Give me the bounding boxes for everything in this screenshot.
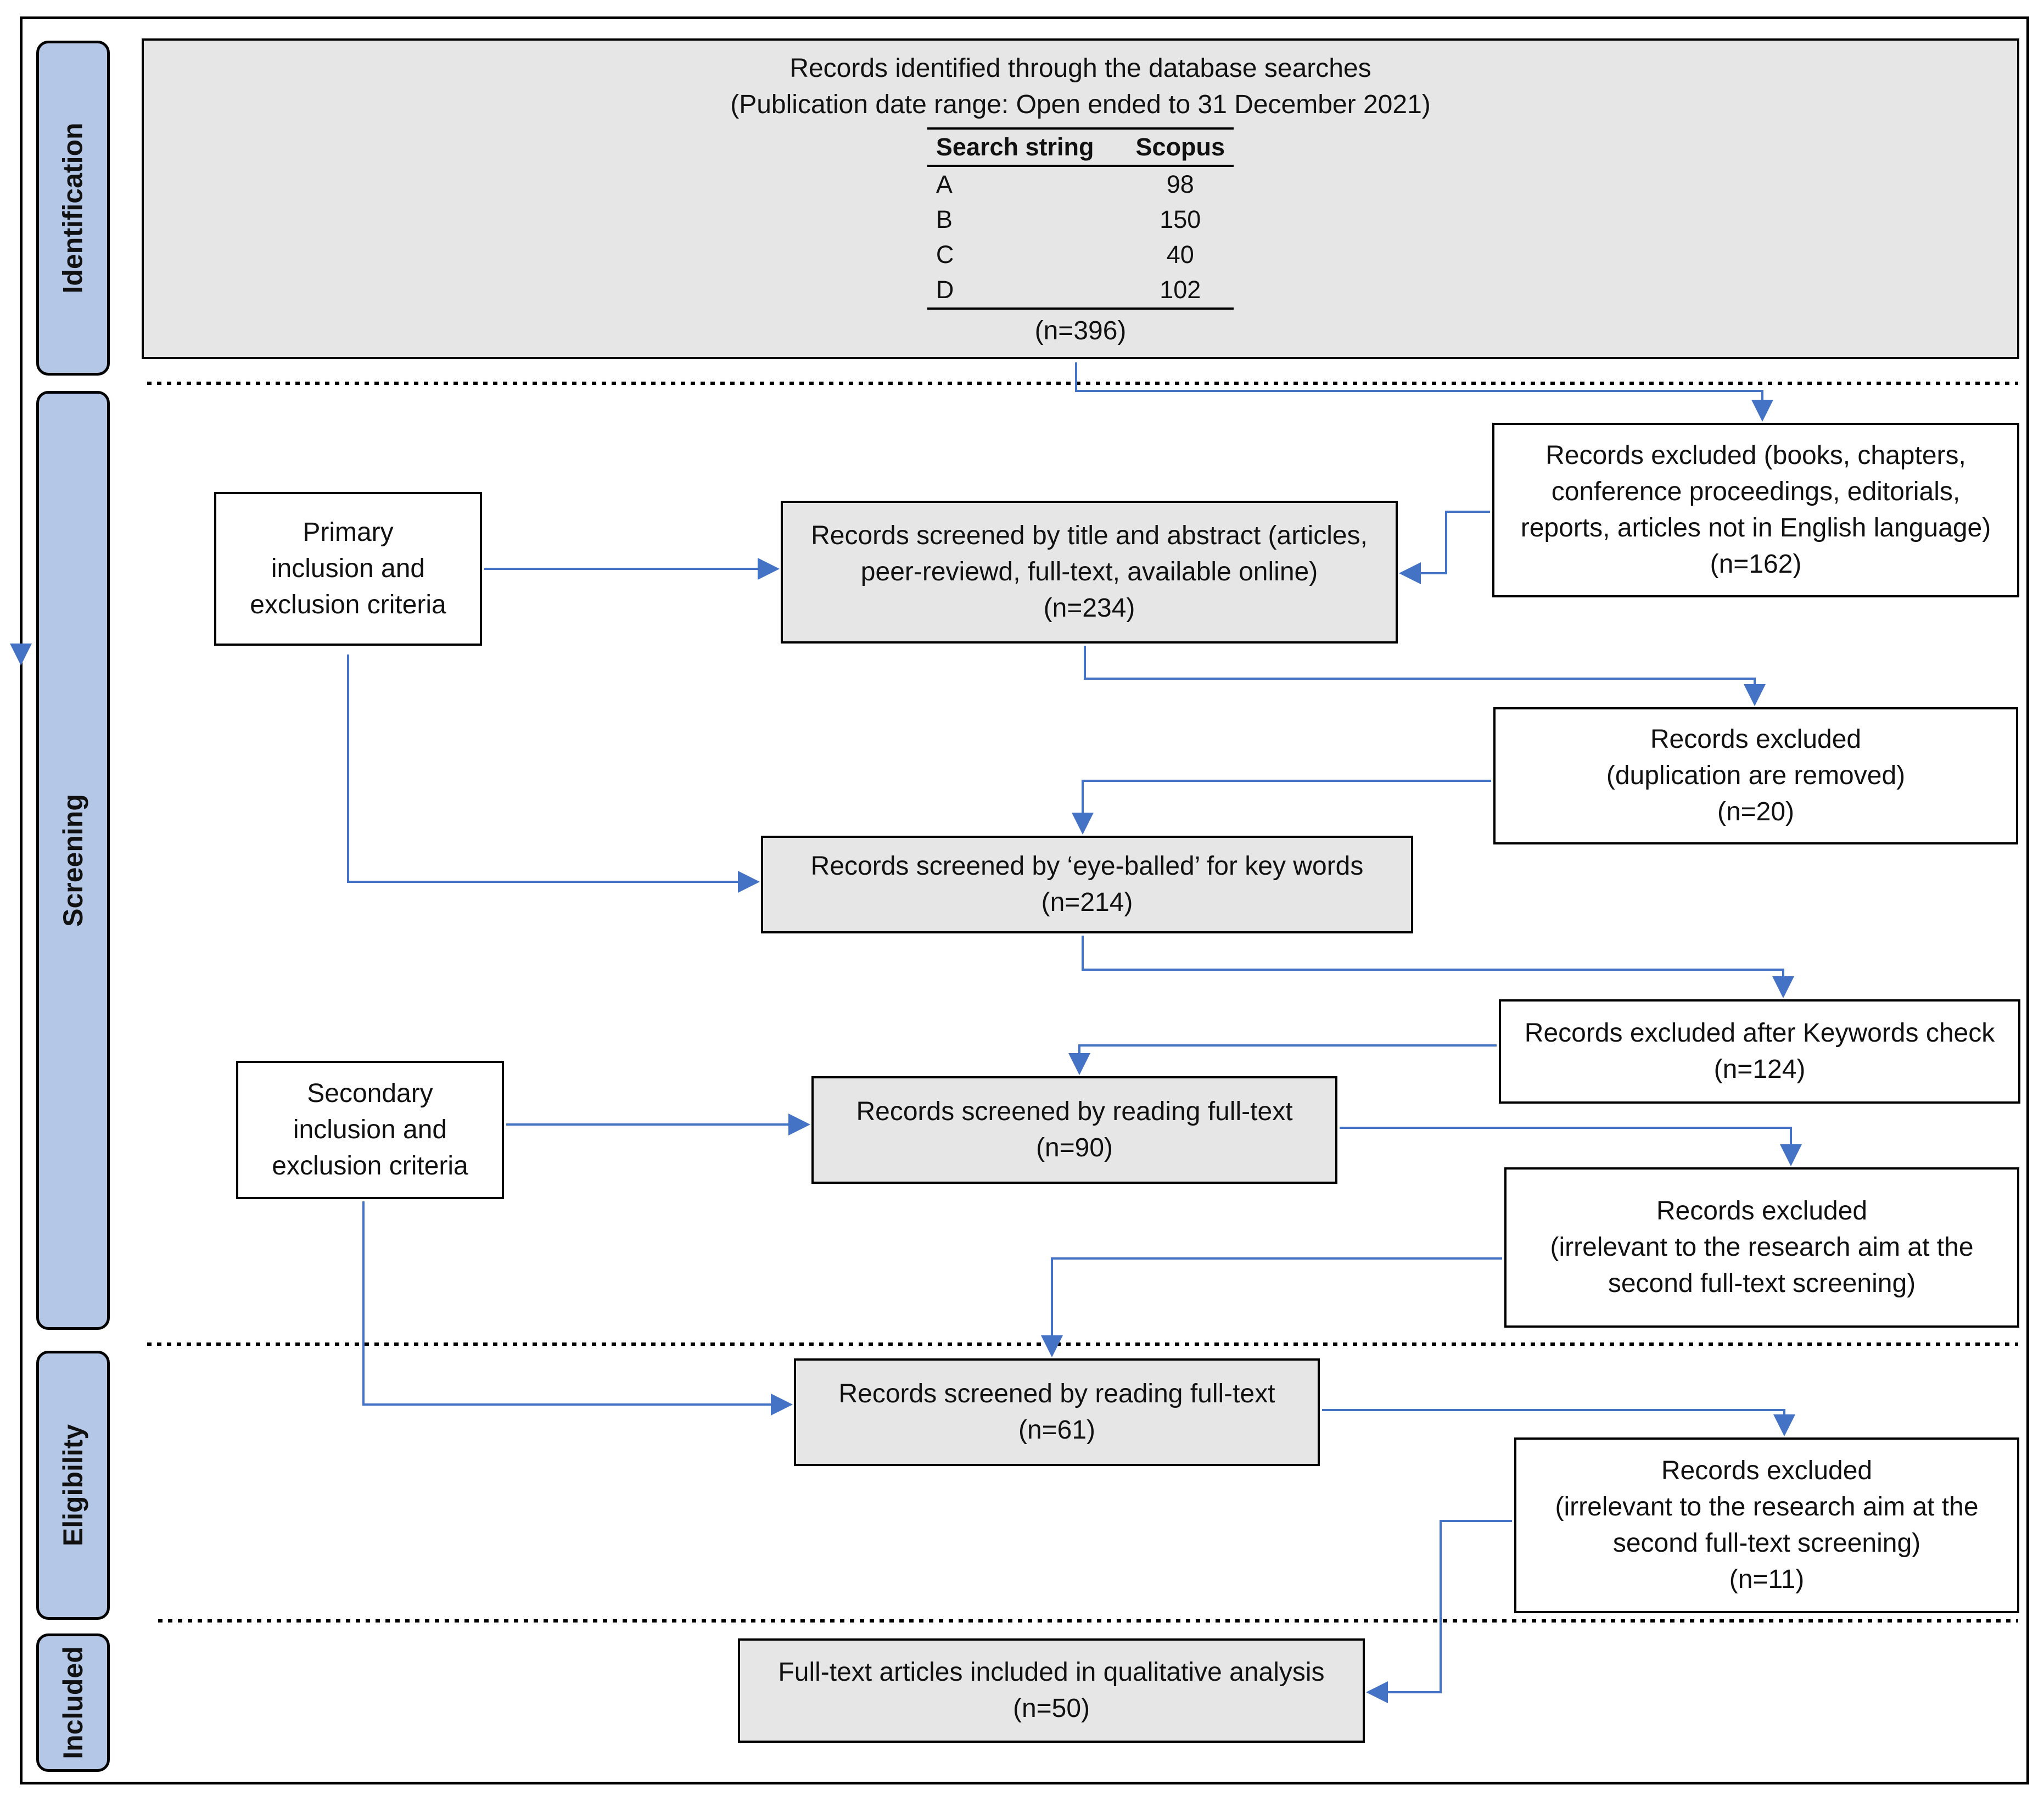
box-text-line: (n=162): [1710, 550, 1802, 579]
table-cell-string: C: [936, 240, 954, 268]
identification-title: Records identified through the database …: [789, 54, 1371, 83]
box-text-line: (n=11): [1729, 1565, 1805, 1594]
table-row: A 98: [927, 166, 1234, 202]
screened-fulltext-90-box: Records screened by reading full-text (n…: [811, 1076, 1337, 1184]
box-text-line: Records screened by reading full-text: [838, 1379, 1275, 1408]
box-text-line: Records screened by reading full-text: [856, 1097, 1293, 1126]
box-text-line: Secondary: [307, 1079, 433, 1108]
phase-included: Included: [36, 1633, 110, 1772]
box-text-line: (n=214): [1041, 888, 1133, 917]
primary-criteria-box: Primary inclusion and exclusion criteria: [214, 492, 482, 646]
screened-eyeballed-box: Records screened by ‘eye-balled’ for key…: [761, 836, 1413, 933]
box-text-line: Primary: [303, 518, 394, 547]
box-text-line: Records screened by ‘eye-balled’ for key…: [810, 852, 1364, 881]
included-final-box: Full-text articles included in qualitati…: [738, 1638, 1365, 1743]
box-text-line: inclusion and: [293, 1115, 447, 1144]
connector-primary-to-eyeballed: [347, 654, 760, 893]
table-cell-string: D: [927, 272, 1103, 310]
phase-identification: Identification: [36, 41, 110, 376]
table-row: B 150: [927, 202, 1234, 237]
box-text-line: exclusion criteria: [250, 590, 446, 619]
box-text-line: Full-text articles included in qualitati…: [778, 1658, 1325, 1687]
excluded-irrelevant-1-box: Records excluded (irrelevant to the rese…: [1504, 1167, 2019, 1328]
box-text-line: (n=124): [1713, 1055, 1806, 1084]
table-row: C 40: [927, 237, 1234, 272]
table-header-search-string: Search string: [927, 127, 1103, 167]
excluded-books-box: Records excluded (books, chapters, confe…: [1492, 423, 2019, 597]
table-cell-string: B: [936, 205, 953, 233]
box-text-line: conference proceedings, editorials,: [1551, 477, 1961, 506]
table-cell-count: 150: [1160, 205, 1201, 233]
connector-eyeballed-to-keywords: [1082, 936, 1794, 998]
connector-duplication-to-eyeballed: [1072, 780, 1491, 835]
table-cell-count: 102: [1102, 272, 1234, 310]
table-row: D 102: [927, 272, 1234, 310]
box-text-line: peer-reviewd, full-text, available onlin…: [860, 557, 1318, 586]
box-text-line: inclusion and: [271, 554, 425, 583]
box-text-line: Records screened by title and abstract (…: [811, 521, 1368, 550]
table-cell-count: 98: [1166, 170, 1194, 198]
connector-excluded-books-to-screened: [1399, 511, 1490, 584]
identification-total: (n=396): [1034, 316, 1127, 345]
identification-box: Records identified through the database …: [142, 38, 2019, 359]
box-text-line: (duplication are removed): [1606, 761, 1906, 790]
box-text-line: reports, articles not in English languag…: [1520, 513, 1991, 542]
excluded-irrelevant-2-box: Records excluded (irrelevant to the rese…: [1514, 1437, 2019, 1613]
box-text-line: Records excluded after Keywords check: [1524, 1019, 1995, 1048]
box-text-line: (n=90): [1035, 1133, 1113, 1162]
connector-secondary-to-fulltext61: [362, 1201, 793, 1416]
connector-screened-to-duplication: [1084, 646, 1766, 706]
connector-identification-to-excluded: [1075, 362, 1773, 422]
box-text-line: (n=20): [1717, 797, 1795, 826]
screened-title-abstract-box: Records screened by title and abstract (…: [781, 501, 1398, 644]
box-text-line: Records excluded: [1661, 1456, 1873, 1485]
connector-irrelevant2-to-included: [1366, 1520, 1512, 1703]
table-cell-count: 40: [1166, 240, 1194, 268]
box-text-line: (n=50): [1012, 1694, 1090, 1723]
box-text-line: (irrelevant to the research aim at the: [1550, 1233, 1974, 1262]
box-text-line: Records excluded: [1656, 1196, 1868, 1226]
box-text-line: Records excluded: [1650, 725, 1862, 754]
box-text-line: (irrelevant to the research aim at the: [1555, 1492, 1979, 1521]
box-text-line: second full-text screening): [1608, 1269, 1916, 1298]
excluded-duplication-box: Records excluded (duplication are remove…: [1493, 707, 2018, 844]
box-text-line: (n=61): [1018, 1416, 1096, 1445]
secondary-criteria-box: Secondary inclusion and exclusion criter…: [236, 1061, 504, 1199]
search-results-table: Search string Scopus A 98 B 150 C 40 D 1…: [927, 127, 1234, 310]
connector-keywords-to-fulltext90: [1068, 1044, 1497, 1075]
box-text-line: Records excluded (books, chapters,: [1545, 441, 1966, 470]
table-header-scopus: Scopus: [1102, 127, 1234, 167]
diagram-frame: [20, 16, 2029, 1784]
phase-screening: Screening: [36, 391, 110, 1330]
connector-fulltext90-to-irrelevant1: [1340, 1127, 1802, 1166]
connector-irrelevant1-to-fulltext61: [1041, 1257, 1502, 1357]
phase-eligibility: Eligibility: [36, 1351, 110, 1620]
connector-fulltext61-to-irrelevant2: [1322, 1409, 1795, 1436]
table-cell-string: A: [936, 170, 953, 198]
box-text-line: (n=234): [1043, 594, 1135, 623]
box-text-line: second full-text screening): [1612, 1529, 1921, 1558]
excluded-keywords-box: Records excluded after Keywords check (n…: [1499, 999, 2020, 1104]
screened-fulltext-61-box: Records screened by reading full-text (n…: [794, 1358, 1320, 1466]
identification-date-range: (Publication date range: Open ended to 3…: [730, 90, 1431, 119]
box-text-line: exclusion criteria: [272, 1151, 468, 1181]
